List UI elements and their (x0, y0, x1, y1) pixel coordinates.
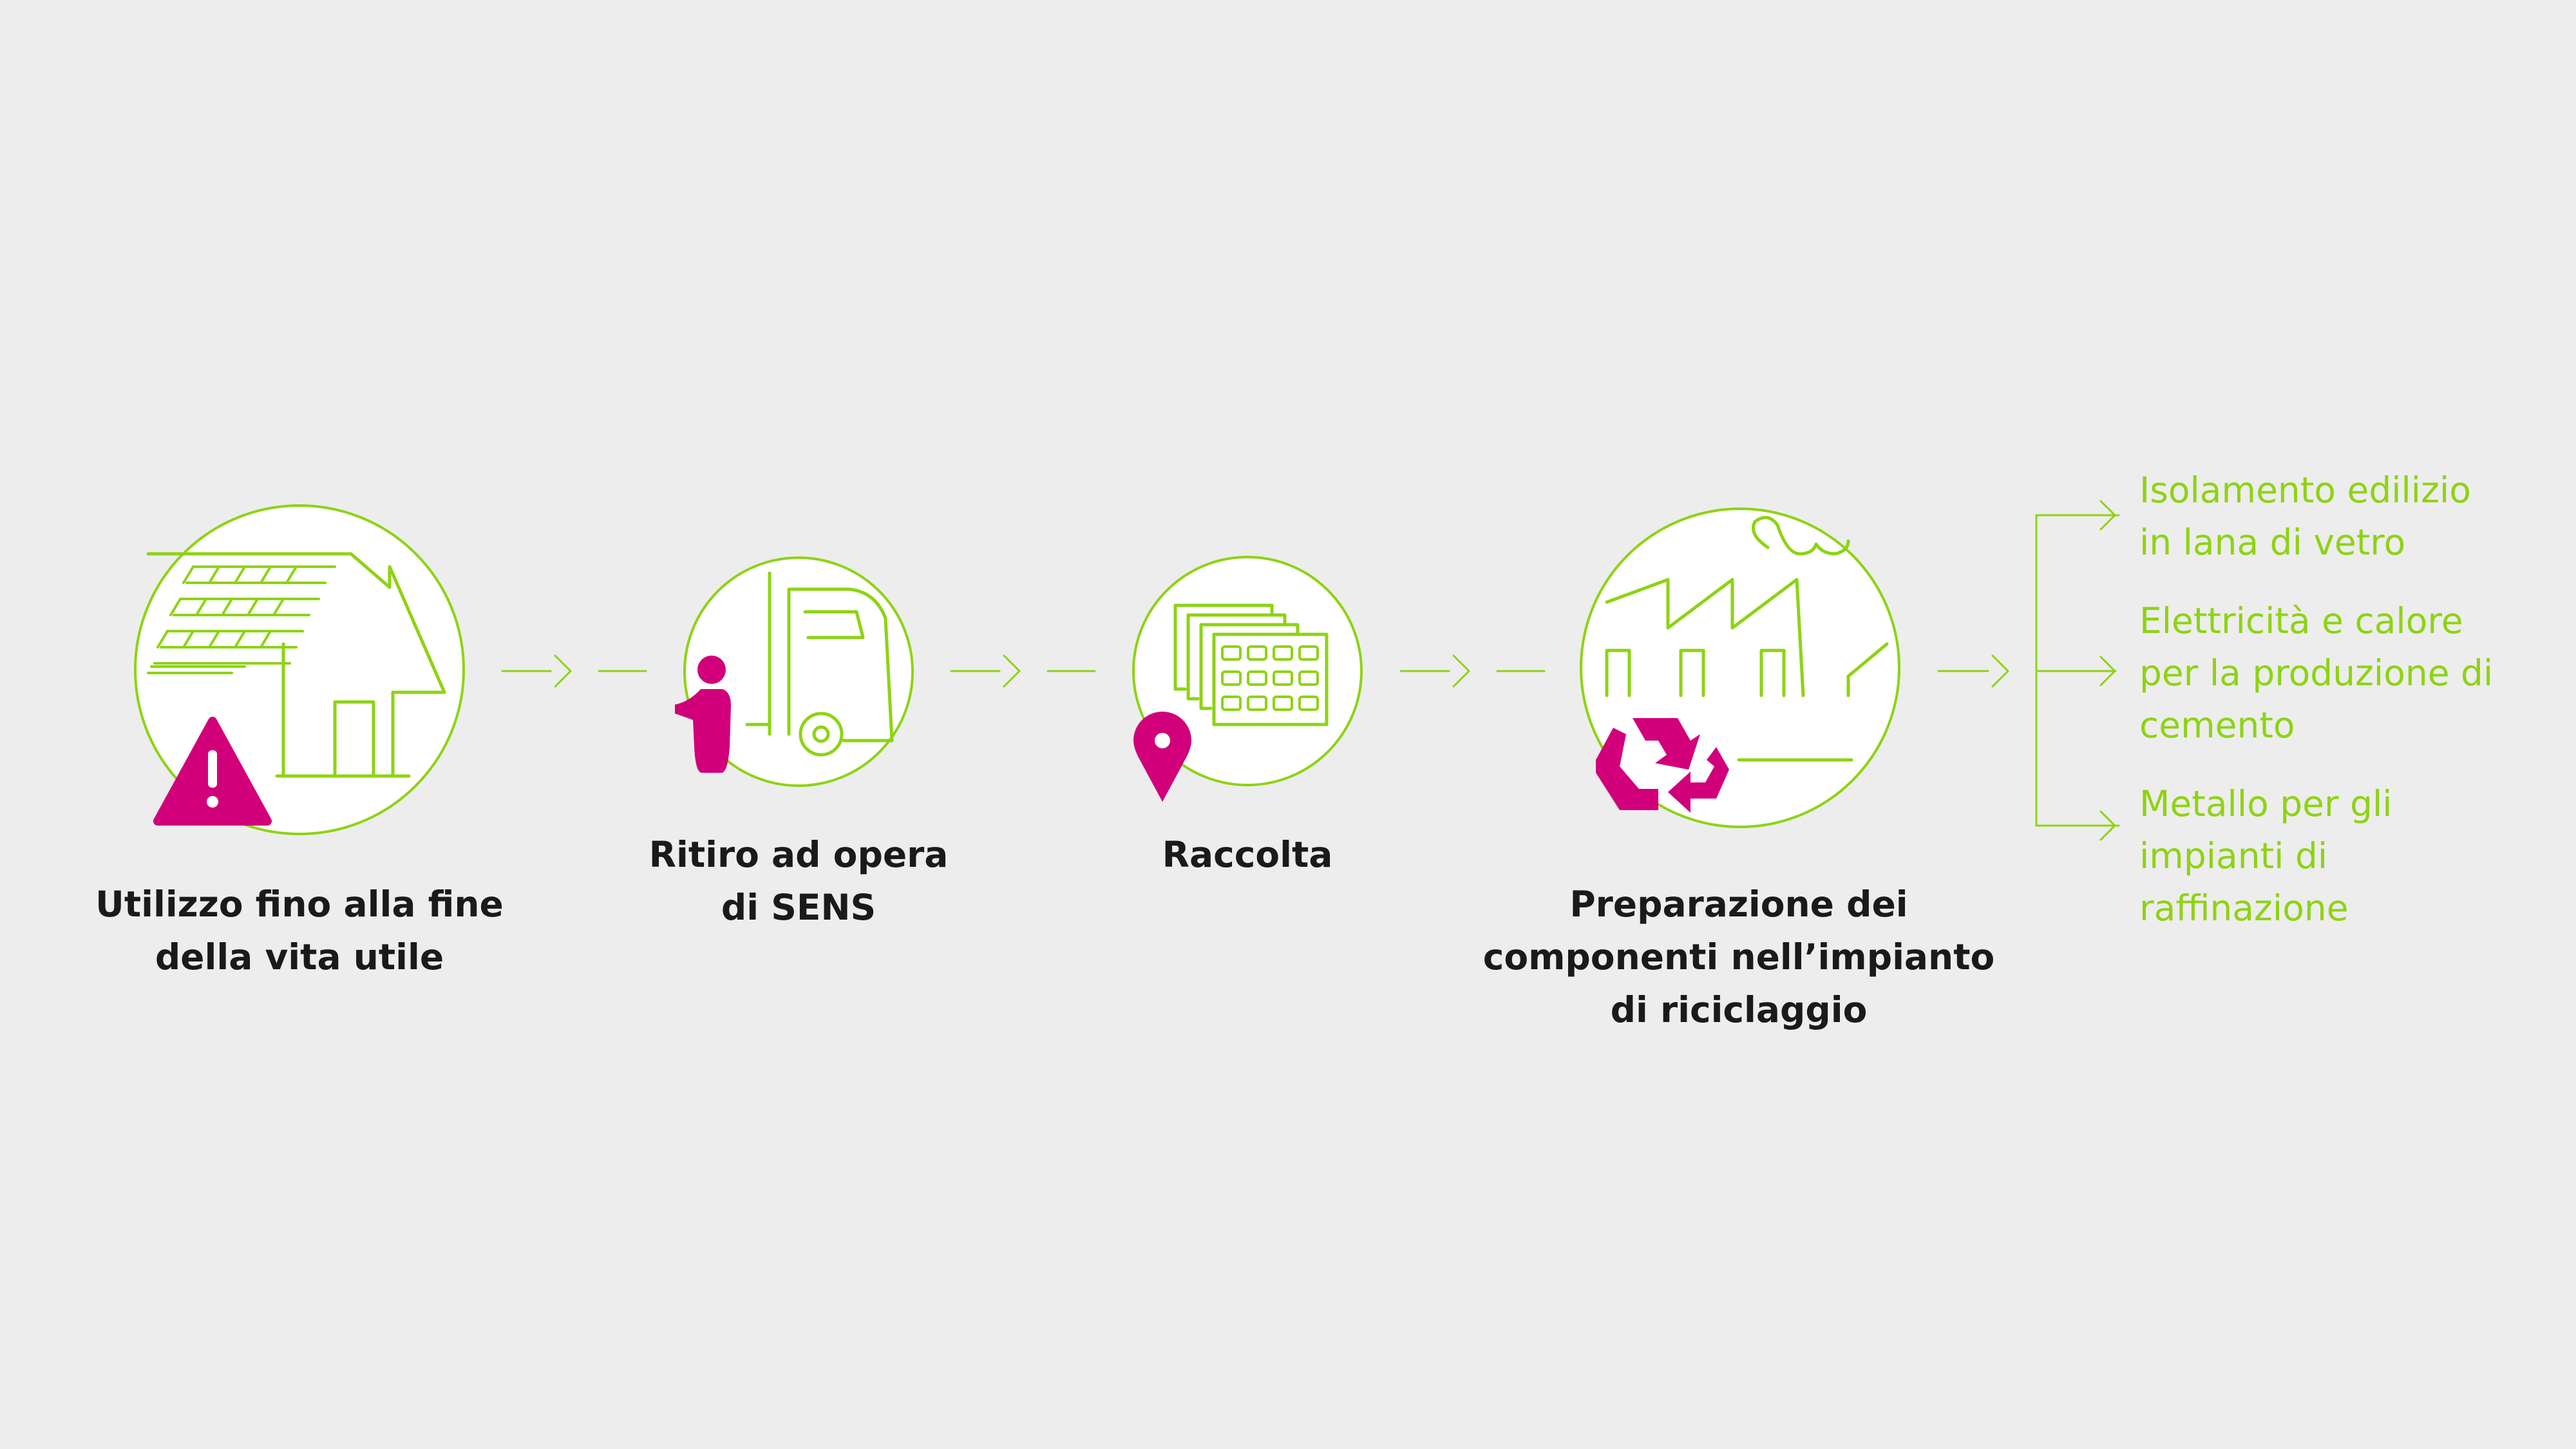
step-label-1-line-2: della vita utile (155, 936, 444, 978)
step2-circle (683, 556, 914, 787)
output-item-1-line-1: Isolamento edilizio (2139, 469, 2471, 511)
step-label-1-line-1: Utilizzo fino alla fine (95, 884, 504, 925)
output-item-3: Metallo per gli impianti di raffinazione (2139, 778, 2392, 934)
output-item-3-line-2: impianti di (2139, 835, 2328, 876)
flow-arrow-2 (950, 654, 1096, 688)
step-label-4-line-1: Preparazione dei (1569, 884, 1908, 925)
flow-arrow-4 (1937, 654, 2009, 688)
output-item-1-line-2: in lana di vetro (2139, 522, 2406, 563)
step4-circle (1580, 507, 1900, 828)
output-item-3-line-3: raffinazione (2139, 887, 2349, 929)
step-label-4-line-3: di riciclaggio (1610, 989, 1868, 1030)
house-with-solar-panels-icon (146, 552, 446, 778)
factory-icon (1605, 516, 1889, 762)
output-item-2-line-1: Elettricità e calore (2139, 600, 2463, 641)
step-label-2-line-1: Ritiro ad opera (649, 834, 949, 875)
recycle-icon (1596, 718, 1729, 813)
output-item-2: Elettricità e calore per la produzione d… (2139, 595, 2493, 752)
output-branch-connector (2035, 500, 2120, 841)
step-label-2: Ritiro ad opera di SENS (573, 828, 1024, 934)
stacked-panels-icon (1173, 603, 1329, 726)
step-label-4: Preparazione dei componenti nell’impiant… (1475, 878, 2003, 1036)
step-label-4-line-2: componenti nell’impianto (1482, 936, 1995, 978)
output-item-2-line-3: cemento (2139, 705, 2295, 746)
step-label-3: Raccolta (1022, 828, 1473, 881)
location-pin-icon (1133, 712, 1191, 802)
flow-arrow-1 (501, 654, 647, 688)
step-label-3-line-1: Raccolta (1162, 834, 1333, 875)
output-item-1: Isolamento edilizio in lana di vetro (2139, 464, 2471, 569)
output-item-2-line-2: per la produzione di (2139, 652, 2494, 694)
warning-triangle-icon (153, 717, 272, 826)
flow-arrow-3 (1399, 654, 1546, 688)
output-item-3-line-1: Metallo per gli (2139, 783, 2392, 824)
step-label-2-line-2: di SENS (721, 887, 876, 928)
step-label-1: Utilizzo fino alla fine della vita utile (74, 878, 525, 983)
person-icon (675, 656, 731, 773)
truck-icon (745, 571, 894, 757)
